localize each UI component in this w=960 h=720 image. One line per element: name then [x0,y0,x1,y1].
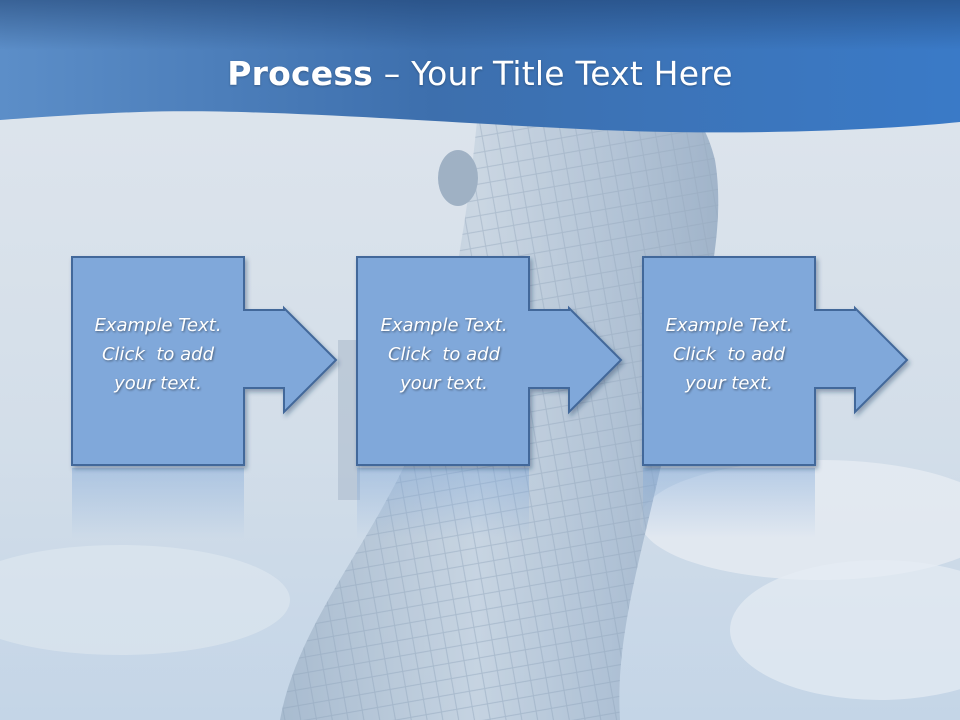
title-rest: – Your Title Text Here [373,54,733,93]
reflections [72,468,815,538]
step-1-line-1: Example Text. [94,315,222,336]
step-3-line-1: Example Text. [665,315,793,336]
cloud [0,545,290,655]
process-step-1[interactable] [71,256,338,466]
step-1-line-3: your text. [114,373,202,394]
header-banner-shade [0,0,960,50]
slide-title[interactable]: Process – Your Title Text Here [0,54,960,93]
process-step-3[interactable] [642,256,909,466]
process-step-2[interactable] [356,256,623,466]
step-1-line-2: Click to add [101,344,214,365]
step-2-line-2: Click to add [387,344,500,365]
step-3-line-3: your text. [685,373,773,394]
step-3-text[interactable]: Example Text. Click to add your text. [643,311,815,398]
cloud [730,560,960,700]
step-1-text[interactable]: Example Text. Click to add your text. [72,311,244,398]
title-bold: Process [227,54,374,93]
step-2-line-3: your text. [400,373,488,394]
step-3-line-2: Click to add [672,344,785,365]
step-2-line-1: Example Text. [380,315,508,336]
step-2-text[interactable]: Example Text. Click to add your text. [358,311,530,398]
